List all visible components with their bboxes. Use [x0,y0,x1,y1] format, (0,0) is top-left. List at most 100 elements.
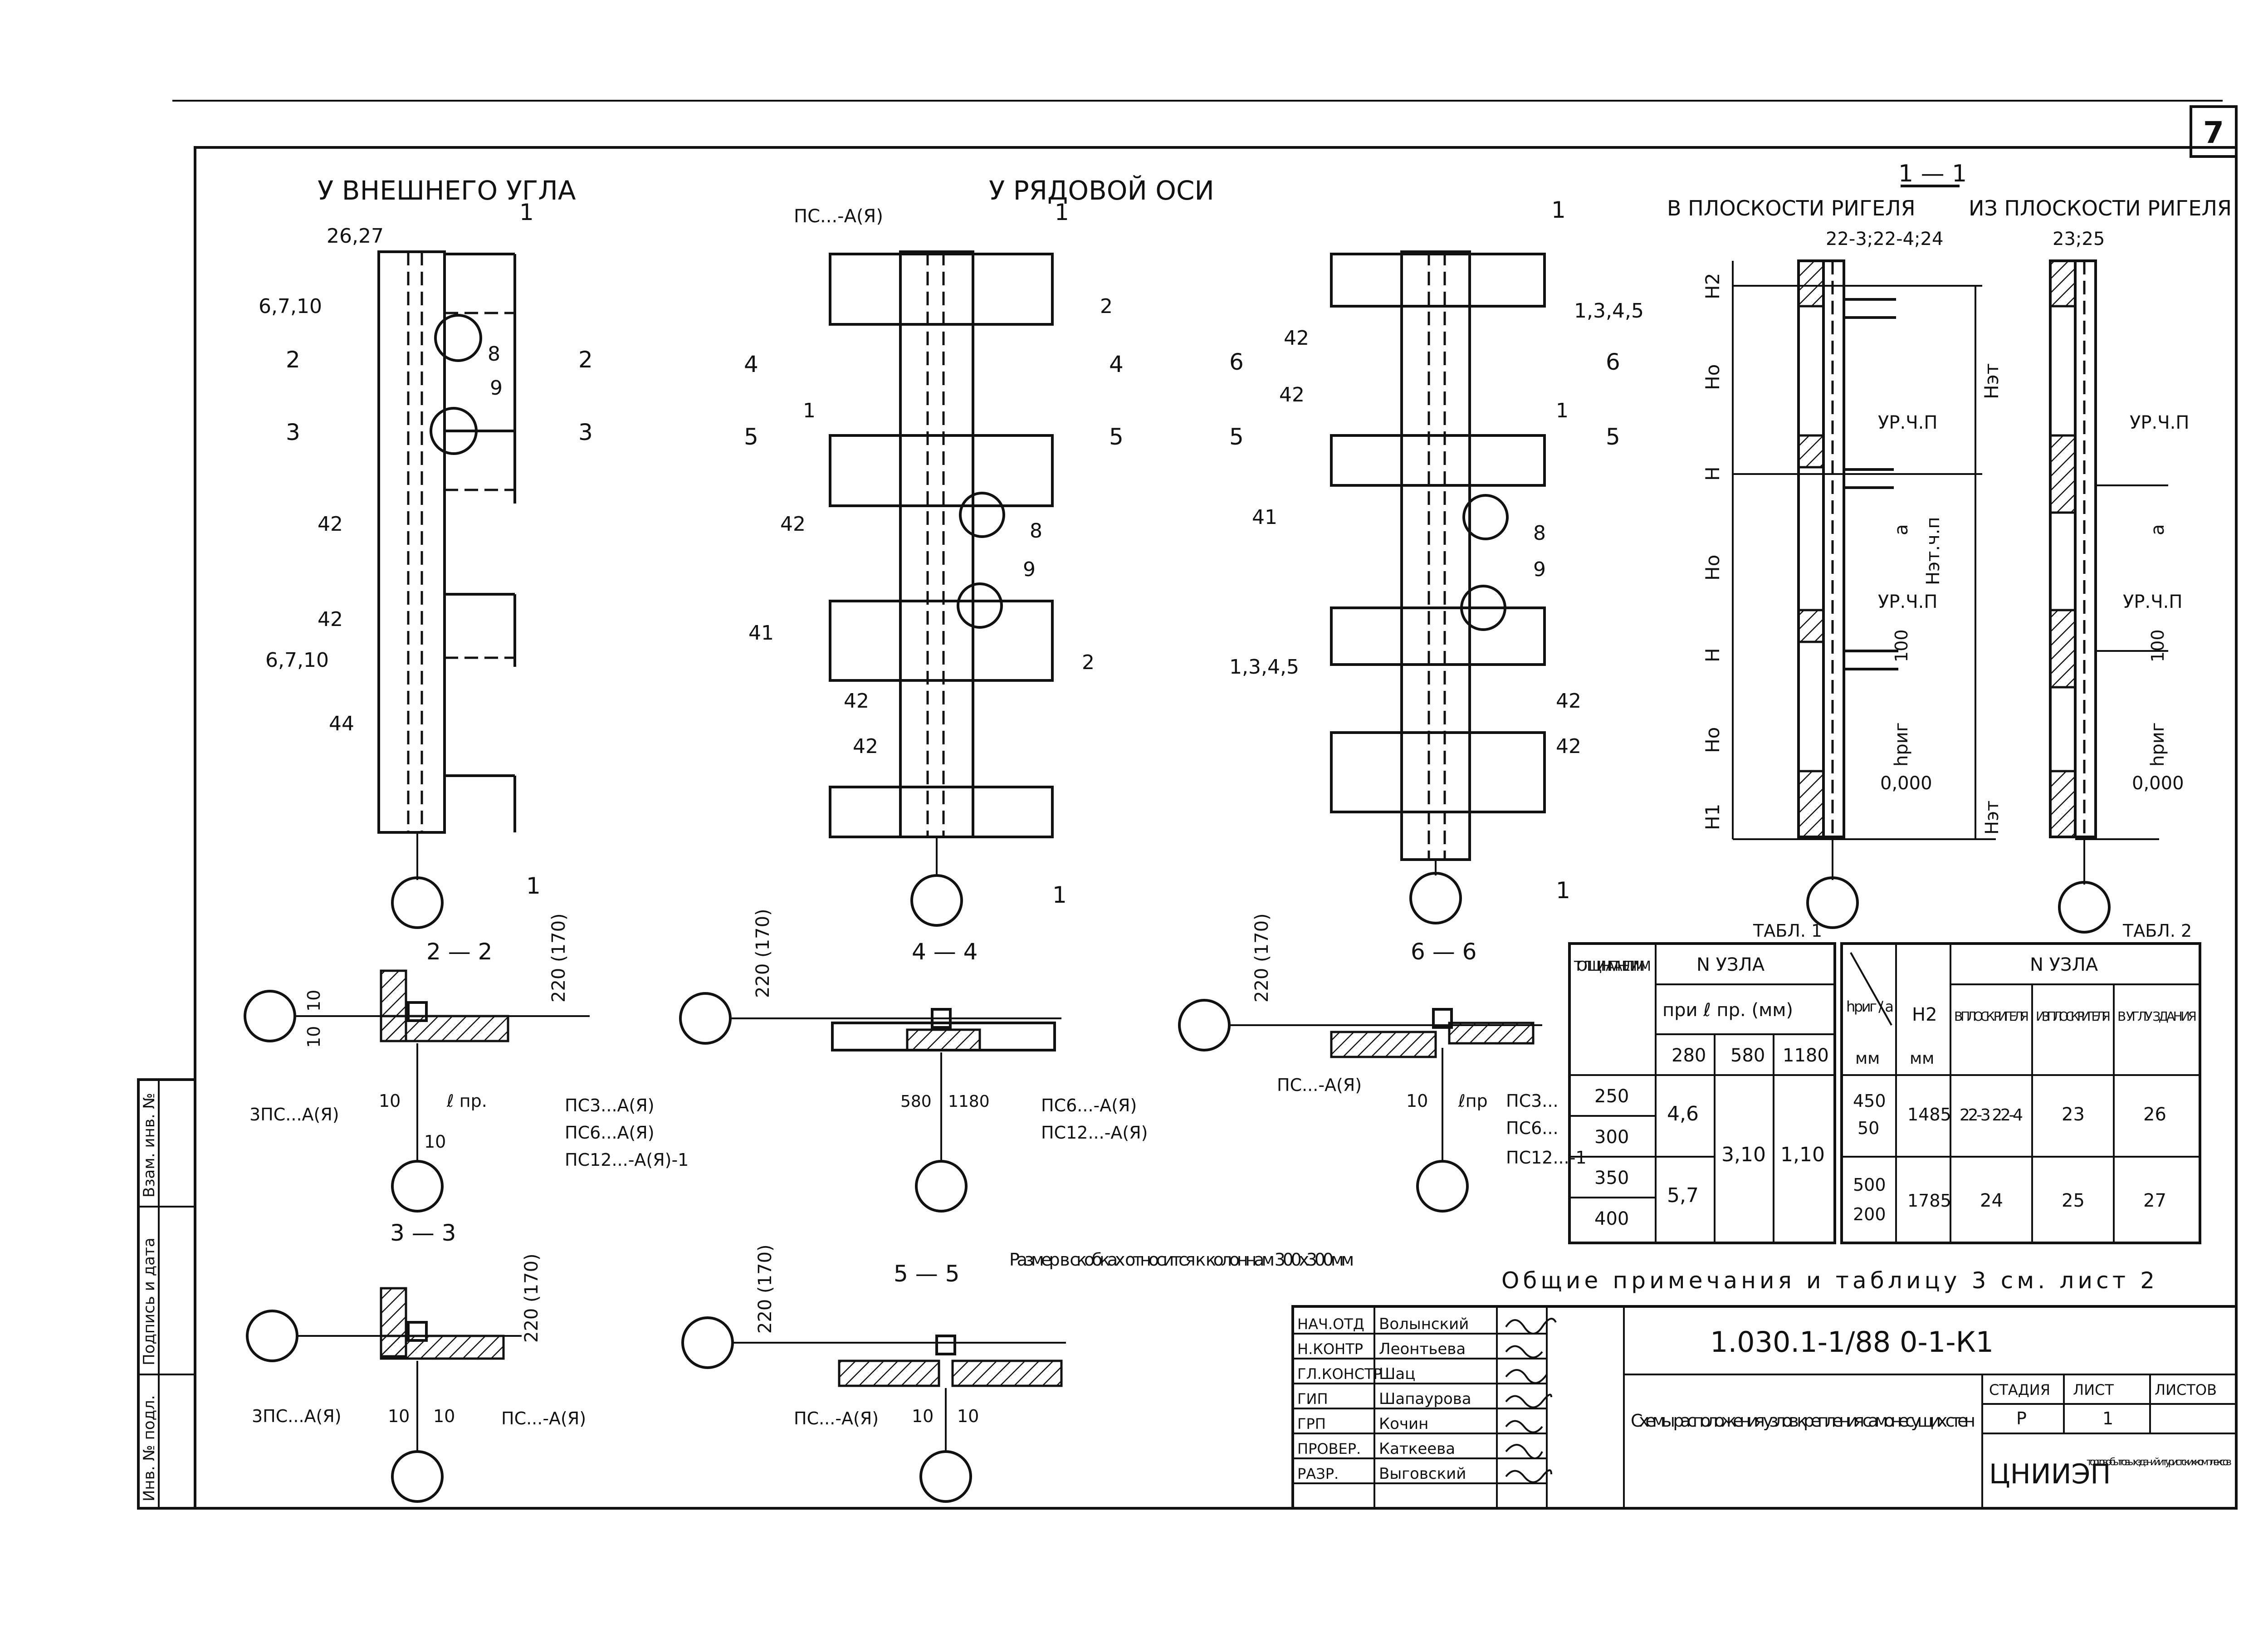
callout-42-e: 42 [853,735,878,758]
table-1-h-at: при ℓ пр. (мм) [1662,1000,1793,1021]
cut-1-top-c: 1 [1551,197,1566,223]
stage-header: СТАДИЯ [1989,1381,2050,1399]
level-zero-2: 0,000 [2132,773,2184,794]
table-1-col-580: 580 [1730,1045,1765,1066]
callout-ps6-b: ПС6...-А(Я) [1041,1095,1137,1115]
section-1-1-in-plane [1732,259,1996,929]
sheet-value: 1 [2102,1408,2113,1428]
table-2-h-mm-2: мм [1910,1049,1934,1068]
callout-1345-a: 1,3,4,5 [1574,299,1644,323]
level-H-a: Н [1701,466,1724,481]
dim-10-a3: 10 [379,1091,401,1111]
table-2-h2-2: 1785 [1907,1191,1951,1211]
plan-section-4-4 [679,992,1061,1213]
dim-10-a1: 10 [304,990,324,1012]
cut-4-left: 4 [744,351,758,377]
cut-6-left: 6 [1229,349,1244,375]
table-2-n1-2: 24 [1980,1190,2003,1211]
plan-section-5-5 [681,1316,1066,1503]
table-1-t400: 400 [1594,1208,1629,1229]
side-stamp-inv: Инв. № подл. [140,1395,158,1501]
table-2-n3-1: 26 [2143,1104,2166,1125]
dim-h-rig-2: hриг [2147,722,2168,767]
table-2-sub-1: В ПЛОСК. РИГЕЛЯ [1954,1009,2029,1024]
title-out-of-plane: ИЗ ПЛОСКОСТИ РИГЕЛЯ [1969,196,2232,220]
callout-ps3: ПС3...А(Я) [565,1095,655,1115]
table-1 [1568,942,1836,1244]
sheet-number: 7 [2203,115,2224,150]
callout-26-27: 26,27 [327,225,384,248]
callout-ps-a-3: ПС...-А(Я) [501,1408,586,1428]
table-2-sub-3: В УГЛУ ЗДАНИЯ [2117,1009,2197,1024]
signatures [1505,1318,1557,1483]
callout-42-i: 42 [1556,735,1581,758]
note-size: Размер в скобках относится к колоннам 30… [1009,1250,1354,1270]
table-2-n1-1: 22-3 22-4 [1960,1106,2023,1125]
callout-3ps-a: 3ПС...А(Я) [249,1105,339,1125]
elevation-row-axis [829,250,1054,927]
table-2-n3-2: 27 [2143,1190,2166,1211]
table-1-t300: 300 [1594,1127,1629,1148]
callout-42-c: 42 [780,513,806,536]
table-1-t250: 250 [1594,1086,1629,1107]
callout-ps3-c: ПС3... [1506,1091,1559,1111]
level-H1: Н1 [1701,804,1724,830]
level-ur-chp-2: УР.Ч.П [1878,592,1937,612]
callout-8-c: 8 [1533,522,1546,545]
org-sub: торгово-бытовых зданий и туристских комп… [2087,1457,2232,1468]
cut-4-right: 4 [1109,351,1124,377]
dim-220-170-a: 220 (170) [548,913,569,1002]
table-2-h-hrig: hриг / а [1846,998,1894,1015]
level-H0-a: Но [1701,364,1724,390]
sheets-header: ЛИСТОВ [2155,1381,2217,1399]
dim-h-rig-1: hриг [1891,722,1912,767]
table-2-a-2: 200 [1853,1204,1886,1224]
section-3-3: 3 — 3 [390,1220,456,1246]
cut-1-top-a: 1 [519,199,534,225]
callout-1-c: 1 [1556,399,1569,422]
callout-1345-b: 1,3,4,5 [1229,655,1299,679]
section-2-2: 2 — 2 [426,939,492,965]
cut-6-right: 6 [1606,349,1620,375]
level-H2: Н2 [1701,273,1724,299]
table-2-h-mm: мм [1855,1049,1880,1068]
table-2-n2-2: 25 [2062,1190,2085,1211]
cut-5-right: 5 [1109,424,1124,450]
callout-42-g: 42 [1279,383,1305,406]
table-1-col-280: 280 [1672,1045,1706,1066]
table-2-hrig-1: 450 [1853,1091,1886,1111]
role-2: ГЛ.КОНСТР [1297,1365,1382,1383]
table-2-h-h2: Н2 [1912,1004,1937,1025]
callout-ps-a-top: ПС...-А(Я) [794,206,883,227]
plan-section-2-2 [244,969,590,1213]
role-0: НАЧ.ОТД [1297,1315,1364,1333]
callout-ps6: ПС6...А(Я) [565,1123,655,1143]
table-2-hrig-2: 500 [1853,1175,1886,1195]
plan-section-6-6 [1178,999,1542,1213]
callout-42-a: 42 [318,513,343,536]
table-2-h-node: N УЗЛА [2030,954,2098,975]
name-1: Леонтьева [1379,1340,1466,1358]
table-1-v-4-6: 4,6 [1667,1102,1699,1125]
role-5: ПРОВЕР. [1297,1440,1361,1457]
elevation-row-axis-2 [1330,250,1546,924]
dim-h-et-2: Нэт [1982,801,2003,835]
title-row-axis: У РЯДОВОЙ ОСИ [989,175,1214,206]
stage-value: Р [2016,1408,2027,1428]
dim-220-170-c: 220 (170) [753,909,773,998]
callout-9-c: 9 [1533,558,1546,581]
table-2 [1840,942,2201,1244]
dim-1180: 1180 [948,1092,990,1111]
callout-23-25: 23;25 [2053,229,2105,249]
cut-5b-left: 5 [1229,424,1244,450]
level-ur-chp-3: УР.Ч.П [2130,412,2189,433]
section-1-1-out-of-plane [2049,259,2168,934]
dim-10-c1: 10 [912,1406,934,1426]
sheet-header: ЛИСТ [2073,1381,2114,1399]
section-6-6: 6 — 6 [1411,939,1476,965]
level-ur-chp-4: УР.Ч.П [2123,592,2182,612]
callout-42-h: 42 [1556,689,1581,713]
name-2: Шац [1379,1365,1415,1383]
dim-a-2: а [2147,524,2168,535]
title-block [1291,1305,2238,1510]
